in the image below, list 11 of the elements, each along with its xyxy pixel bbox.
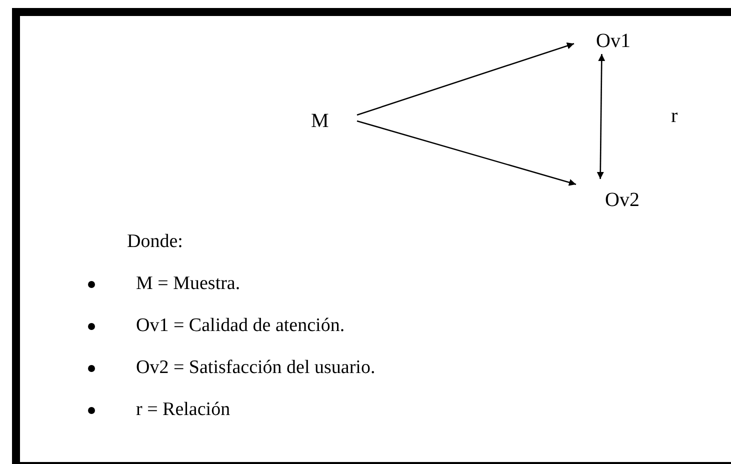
node-label: Ov1: [596, 29, 630, 54]
arrow: [356, 42, 574, 116]
list-item: Ov1 = Calidad de atención.: [136, 314, 345, 338]
list-item: M = Muestra.: [136, 272, 240, 296]
arrow: [356, 120, 576, 186]
heading-text: Donde:: [127, 230, 183, 254]
list-item: Ov2 = Satisfacción del usuario.: [136, 356, 376, 380]
node-label: Ov2: [605, 188, 640, 213]
arrow: [596, 54, 606, 179]
list-item: r = Relación: [136, 398, 230, 422]
node-label: M: [311, 109, 329, 134]
